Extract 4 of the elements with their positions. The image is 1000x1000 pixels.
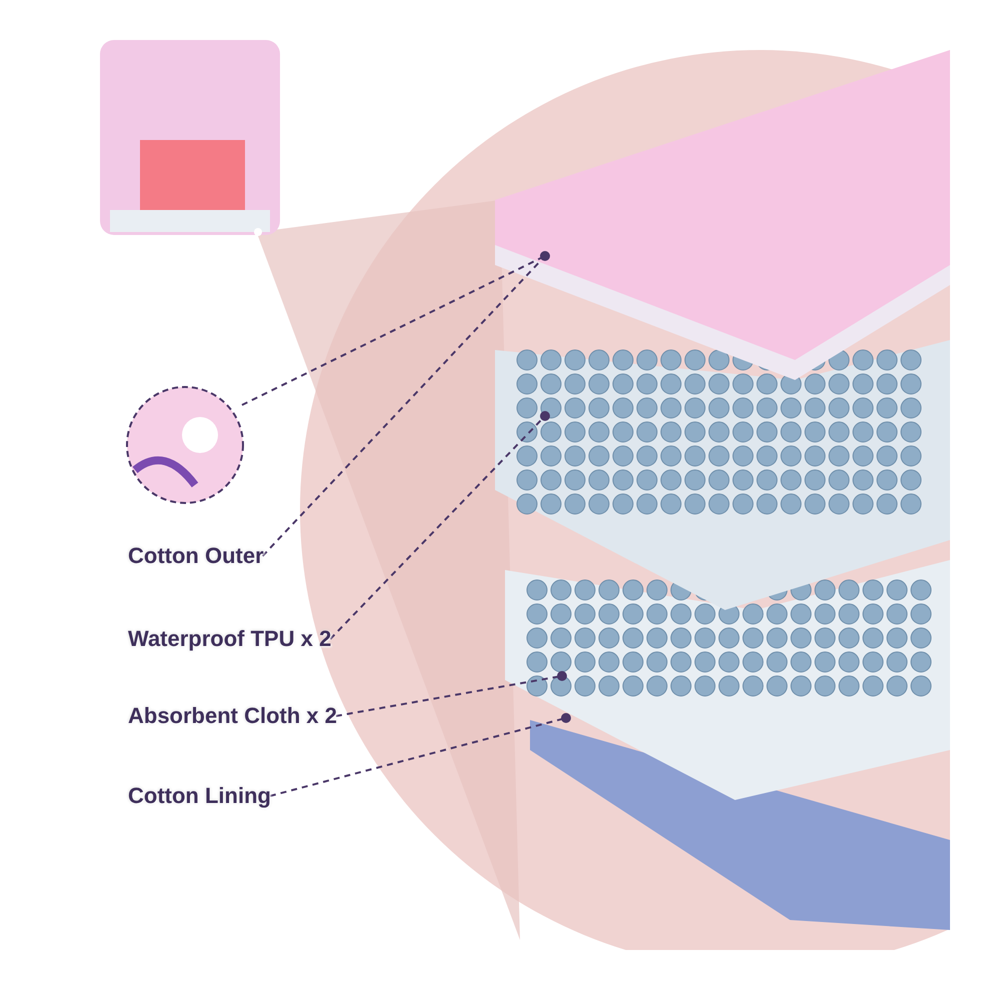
- layer-label: Cotton Outer: [128, 543, 264, 569]
- layer-label: Cotton Lining: [128, 783, 271, 809]
- layer-label: Waterproof TPU x 2: [128, 626, 332, 652]
- layer-label: Absorbent Cloth x 2: [128, 703, 338, 729]
